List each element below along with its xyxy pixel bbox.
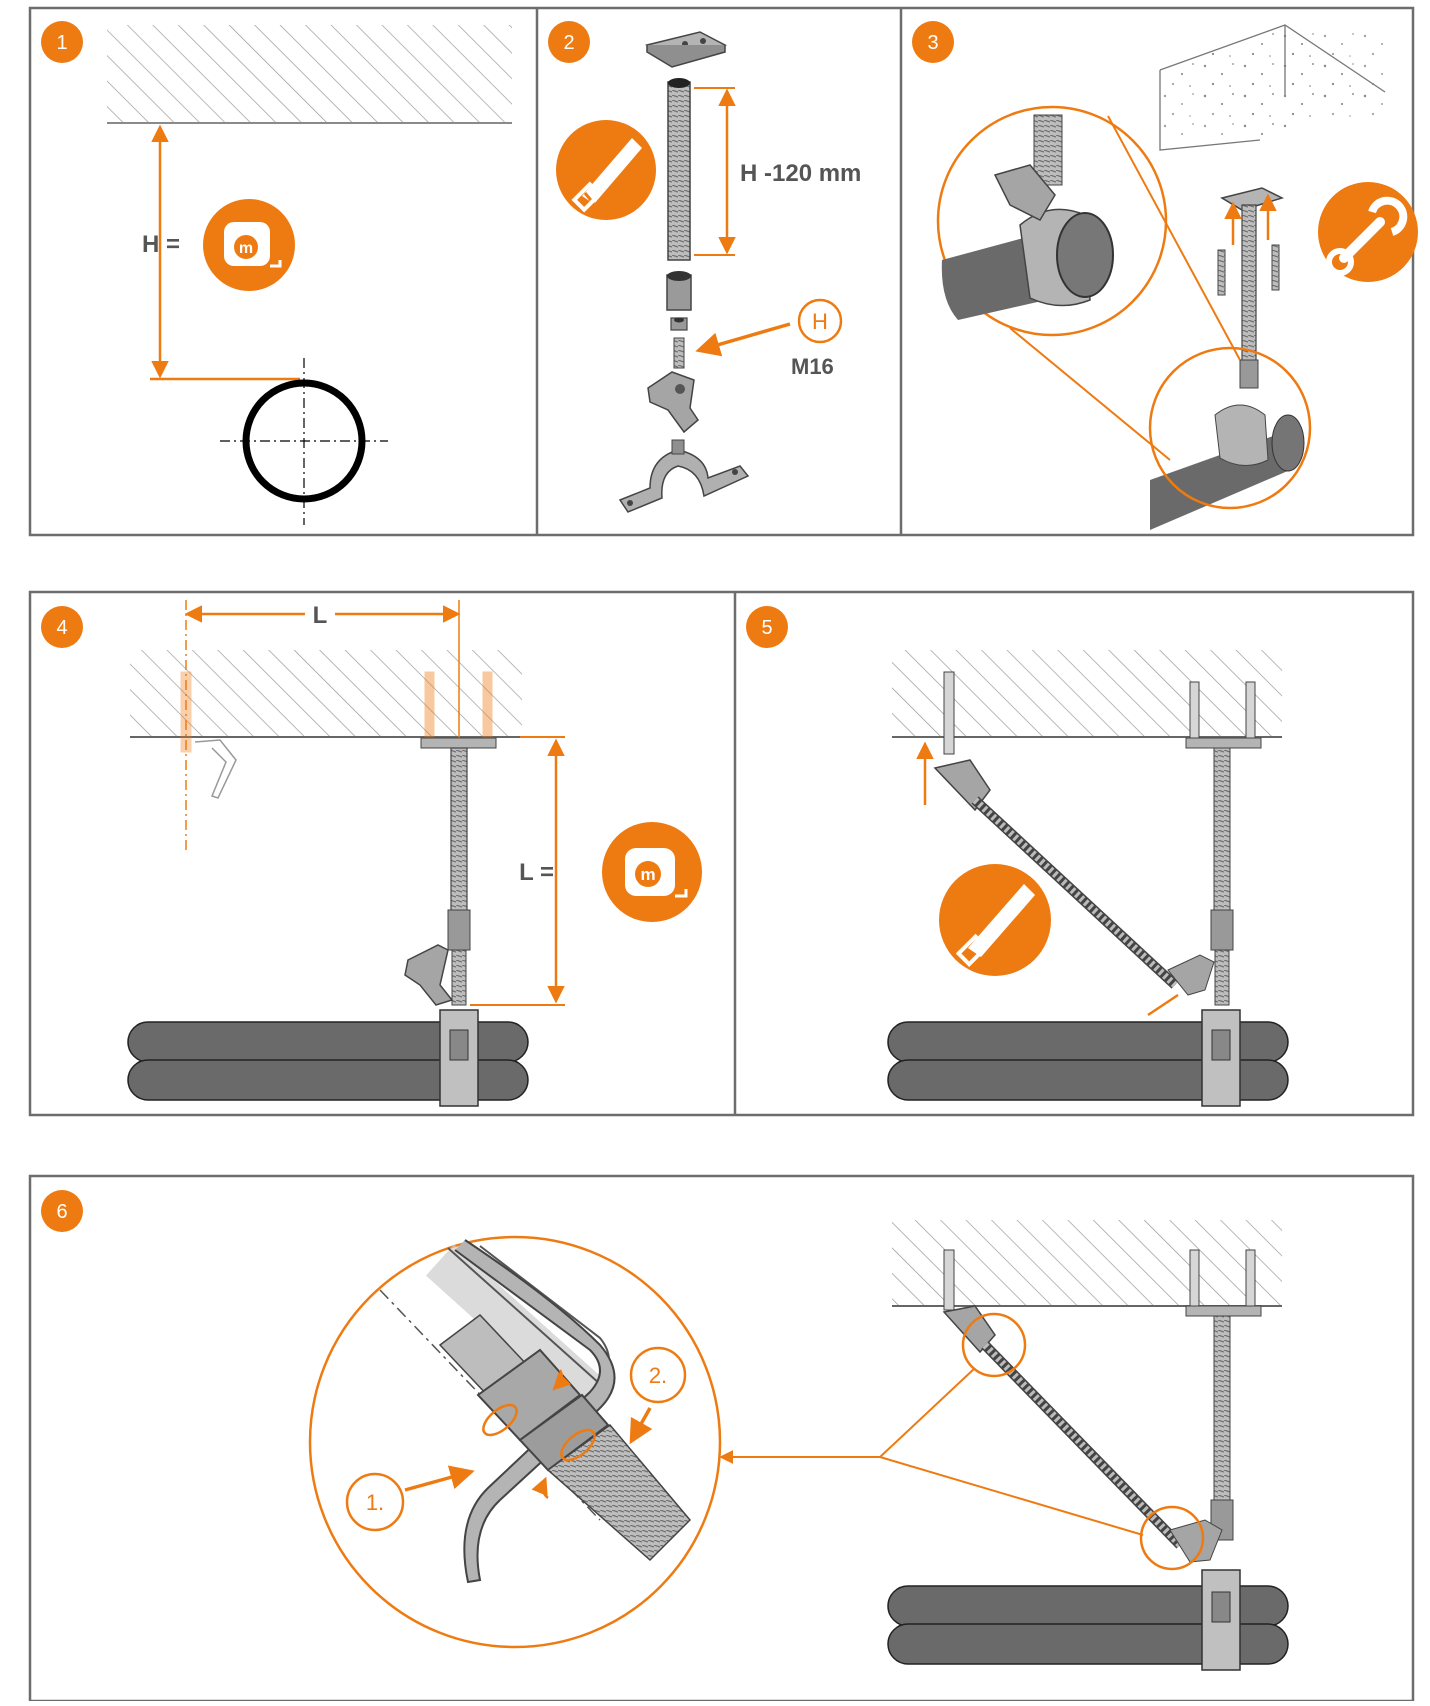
ceiling-corner — [1159, 24, 1386, 151]
step-number: 6 — [56, 1201, 67, 1223]
panel-step-4: 4 L L = — [41, 600, 702, 1107]
tape-letter: m — [640, 865, 655, 884]
row-1-frame — [28, 6, 1415, 537]
step-badge: 6 — [41, 1190, 83, 1232]
vertical-hanger-rod — [404, 747, 471, 1006]
cut-length-label: H -120 mm — [740, 160, 861, 187]
spacing-label: L — [313, 602, 328, 629]
panel-step-3: 3 — [912, 21, 1418, 530]
anchor-bolts — [943, 1249, 1262, 1317]
callout-letter: H — [812, 309, 828, 334]
anchor-bolts — [943, 671, 1262, 755]
row-2-frame — [28, 590, 1415, 1117]
rod-length-label: L = — [519, 859, 554, 886]
panel-step-2: 2 — [548, 21, 861, 513]
lower-nut-highlight — [1139, 1505, 1205, 1571]
pipe-cross-section — [220, 358, 388, 525]
tape-letter: m — [239, 240, 253, 257]
callout-2-label: 2. — [649, 1363, 667, 1388]
threaded-rod — [667, 78, 691, 261]
ceiling-hatch — [892, 1220, 1282, 1306]
stud-bolt — [673, 337, 685, 369]
panel-step-1: 1 H = m — [41, 21, 512, 525]
callout-2-arrow — [629, 1407, 653, 1445]
hex-nut — [670, 317, 688, 331]
nut-detail-magnifier — [308, 1235, 722, 1649]
pipe-side-view — [887, 1009, 1289, 1107]
beam-clamp-part — [647, 371, 699, 434]
step-number: 1 — [56, 32, 67, 54]
h-callout-badge: H — [797, 298, 843, 344]
ceiling-hatch — [107, 25, 512, 123]
thread-size-label: M16 — [791, 354, 834, 379]
ceiling-hatch — [892, 650, 1282, 737]
pipe-clamp-half — [618, 439, 750, 513]
pipe-side-view — [127, 1009, 529, 1107]
installed-hanger-assembly — [1150, 187, 1305, 530]
cut-mark — [1147, 993, 1179, 1017]
step-number: 3 — [927, 32, 938, 54]
callout-1-badge: 1. — [345, 1472, 405, 1532]
ceiling-hatch — [130, 650, 522, 737]
diagonal-brace-rod — [942, 1305, 1223, 1563]
saw-icon — [556, 120, 656, 220]
rod-coupler — [666, 271, 692, 311]
pipe-side-view — [887, 1569, 1289, 1671]
detail-magnifier — [936, 105, 1312, 510]
diagonal-brace-rod — [933, 759, 1215, 996]
mounting-plate — [645, 31, 728, 68]
step-number: 4 — [56, 617, 67, 639]
vertical-hanger-rod — [1210, 747, 1234, 1006]
wrench-icon — [1318, 182, 1418, 282]
panel-step-6: 6 — [41, 1190, 1289, 1671]
tape-measure-icon: m — [203, 199, 295, 291]
vertical-hanger-rod — [1210, 1315, 1234, 1541]
anchor-bolt-left — [180, 671, 237, 799]
stud-pointer-arrow — [695, 322, 791, 357]
step-badge: 2 — [548, 21, 590, 63]
step-badge: 4 — [41, 606, 83, 648]
step-number: 2 — [563, 32, 574, 54]
step-number: 5 — [761, 617, 772, 639]
callout-1-arrow — [404, 1465, 475, 1492]
anchor-bolts-right — [420, 671, 497, 749]
callout-2-badge: 2. — [629, 1346, 687, 1404]
panel-step-5: 5 — [746, 606, 1289, 1107]
callout-1-label: 1. — [366, 1490, 384, 1515]
height-label: H = — [142, 231, 180, 258]
step-badge: 5 — [746, 606, 788, 648]
tape-measure-icon: m — [602, 822, 702, 922]
step-badge: 1 — [41, 21, 83, 63]
step-badge: 3 — [912, 21, 954, 63]
saw-icon — [939, 864, 1051, 976]
upper-nut-highlight — [961, 1312, 1027, 1378]
